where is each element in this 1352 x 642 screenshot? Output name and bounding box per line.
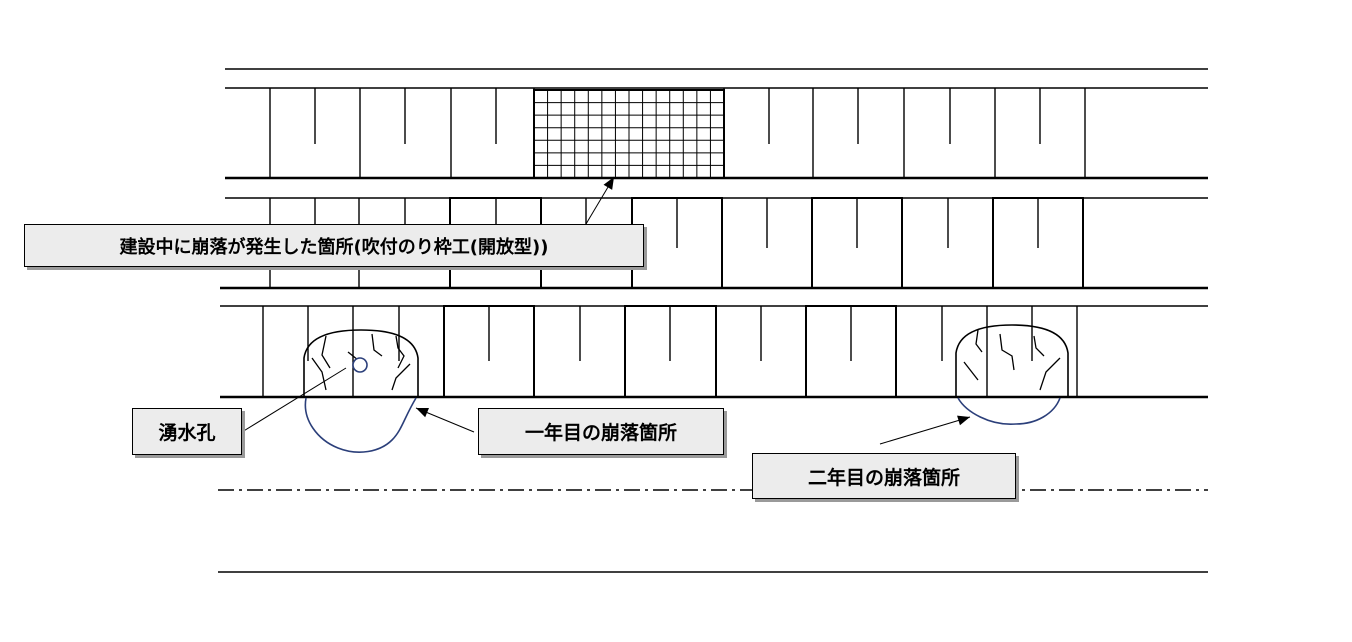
frame-box xyxy=(805,305,897,398)
crack-line xyxy=(311,357,327,391)
crack-line xyxy=(963,361,979,381)
collapse-year2-outline xyxy=(955,324,1069,397)
frame-box xyxy=(443,305,535,398)
frame-box xyxy=(992,197,1084,289)
collapse-year1-outline xyxy=(303,329,419,397)
leader-weep-hole xyxy=(241,367,347,433)
label-weep-hole: 湧水孔 xyxy=(132,408,242,455)
crack-line xyxy=(371,333,383,357)
label-second-year-collapse: 二年目の崩落箇所 xyxy=(752,453,1016,499)
arrow-collapse-during-construction-head xyxy=(603,177,614,190)
arrow-second-year-line xyxy=(879,416,971,445)
collapse-areas xyxy=(303,324,1069,453)
crack-line xyxy=(321,335,331,369)
crack-line xyxy=(391,363,411,391)
label-first-year-collapse: 一年目の崩落箇所 xyxy=(478,408,724,455)
frame-box xyxy=(624,305,717,398)
crack-line xyxy=(395,335,405,369)
leader-arrows xyxy=(241,176,971,445)
frame-box xyxy=(811,197,903,289)
mesh-grid-panel xyxy=(533,89,725,179)
crack-line xyxy=(975,329,983,353)
weep-hole-circle xyxy=(352,357,368,373)
label-collapse-during-construction: 建設中に崩落が発生した箇所(吹付のり枠工(開放型)) xyxy=(24,224,644,267)
crack-line xyxy=(1039,357,1061,391)
crack-line xyxy=(999,333,1015,371)
frame-rows xyxy=(218,68,1208,573)
arrow-first-year-head xyxy=(416,407,429,418)
collapse-year2-scar xyxy=(957,397,1061,425)
crack-line xyxy=(1033,335,1045,357)
collapse-year1-scar xyxy=(304,397,417,453)
arrow-second-year-head xyxy=(957,415,970,426)
